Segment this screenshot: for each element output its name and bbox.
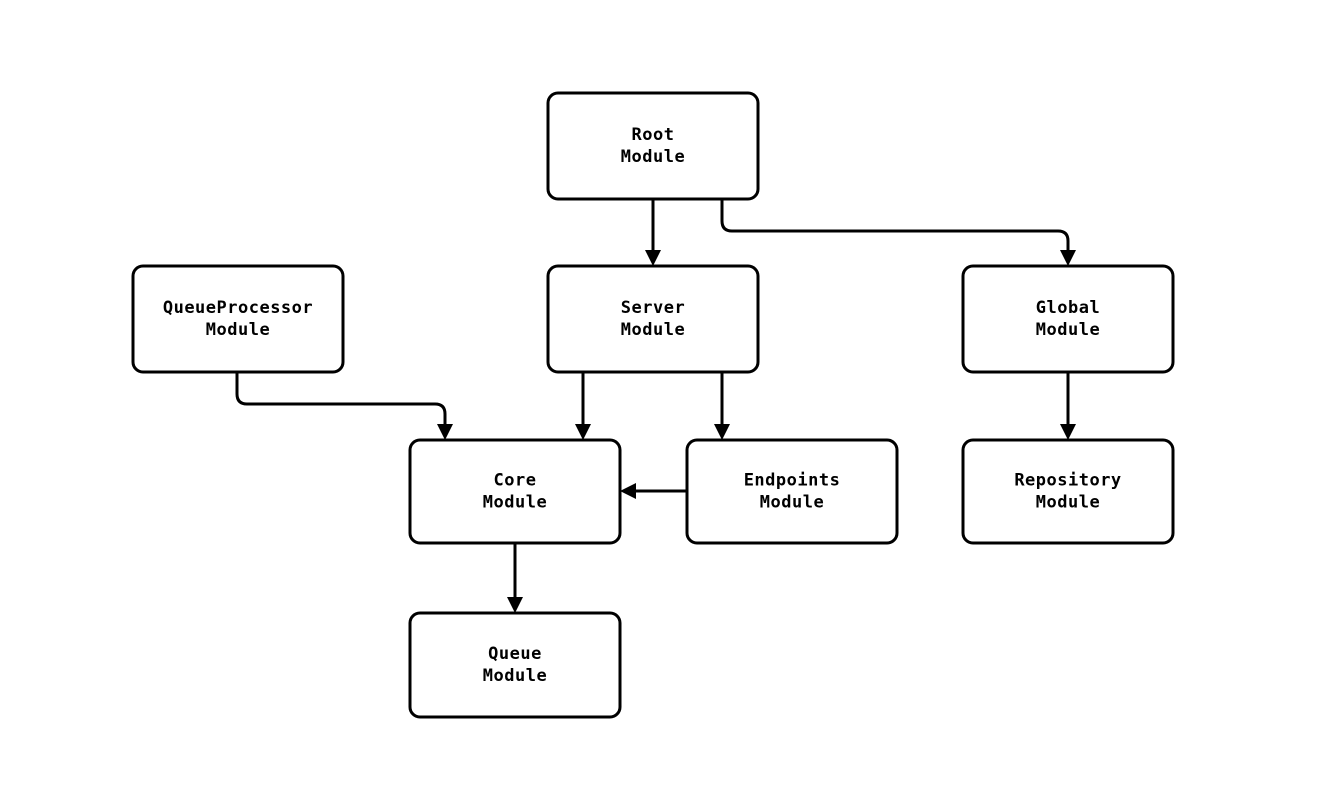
node-label-line2: Module bbox=[206, 320, 270, 340]
edge-queueprocessor-to-core bbox=[235, 372, 453, 440]
node-box[interactable] bbox=[961, 264, 1175, 374]
edge-line bbox=[720, 199, 1070, 250]
node-box[interactable] bbox=[685, 438, 899, 545]
node-label-line2: Module bbox=[621, 147, 685, 167]
node-label-line1: Endpoints bbox=[744, 471, 841, 491]
node-box[interactable] bbox=[408, 438, 622, 545]
edge-root-to-server bbox=[645, 199, 661, 266]
edge-core-to-queue bbox=[507, 543, 523, 613]
node-box[interactable] bbox=[961, 438, 1175, 545]
node-box[interactable] bbox=[408, 611, 622, 719]
node-label-line1: Server bbox=[621, 298, 685, 318]
arrow-head-icon bbox=[507, 597, 523, 613]
arrow-head-icon bbox=[1060, 424, 1076, 440]
node-label-line1: Queue bbox=[488, 644, 542, 664]
node-box[interactable] bbox=[131, 264, 345, 374]
node-label-line2: Module bbox=[483, 666, 547, 686]
arrow-head-icon bbox=[645, 250, 661, 266]
node-label-line1: Repository bbox=[1014, 471, 1121, 491]
edge-global-to-repository bbox=[1060, 372, 1076, 440]
arrow-head-icon bbox=[575, 424, 591, 440]
edge-server-to-endpoints bbox=[714, 372, 730, 440]
node-box[interactable] bbox=[546, 91, 760, 201]
nodes-layer: RootModuleQueueProcessorModuleServerModu… bbox=[131, 91, 1175, 719]
node-label-line1: QueueProcessor bbox=[163, 298, 313, 318]
node-label-line2: Module bbox=[760, 493, 824, 513]
node-label-line1: Core bbox=[494, 471, 537, 491]
arrow-head-icon bbox=[620, 483, 636, 499]
arrow-head-icon bbox=[1060, 250, 1076, 266]
edge-root-to-global bbox=[720, 199, 1076, 266]
edge-line bbox=[235, 372, 447, 424]
edges-layer bbox=[235, 199, 1076, 613]
node-label-line2: Module bbox=[1036, 320, 1100, 340]
arrow-head-icon bbox=[714, 424, 730, 440]
edge-server-to-core bbox=[575, 372, 591, 440]
node-label-line1: Global bbox=[1036, 298, 1100, 318]
node-label-line2: Module bbox=[483, 493, 547, 513]
node-label-line2: Module bbox=[1036, 493, 1100, 513]
node-label-line2: Module bbox=[621, 320, 685, 340]
arrow-head-icon bbox=[437, 424, 453, 440]
node-label-line1: Root bbox=[632, 125, 675, 145]
node-box[interactable] bbox=[546, 264, 760, 374]
edge-endpoints-to-core bbox=[620, 483, 687, 499]
